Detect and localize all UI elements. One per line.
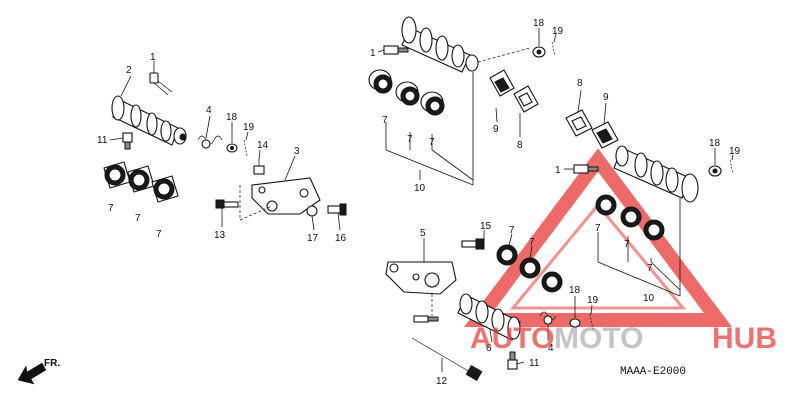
callout-8: 8 [517,140,523,151]
group-left-camshaft [103,61,347,231]
bolt-part-1d [413,315,439,323]
callout-7: 7 [407,134,413,145]
bracket-part-5 [385,261,457,295]
callout-14: 14 [257,140,269,151]
clip-part-19c [729,159,734,175]
callout-18: 18 [533,18,545,29]
callout-1: 1 [150,52,156,63]
callout-7: 7 [595,223,601,234]
clip-part-19a [243,139,248,157]
callout-16: 16 [335,233,347,244]
arrow-icon [17,362,47,385]
bolt-part-11b [507,351,518,370]
clip-part-19b [551,41,556,57]
bolt-part-13 [215,199,239,209]
seal-part-9b [591,121,619,149]
group-right-camshaft [564,89,734,297]
watermark-auto: AUTO [470,322,554,355]
watermark-triangle-inner [509,202,687,310]
callout-9: 9 [493,124,499,135]
callout-1: 1 [555,165,561,176]
callout-2: 2 [126,65,132,76]
watermark-moto: MOTO [554,322,643,355]
callout-19: 19 [587,295,599,306]
spring-part-4a [197,135,223,149]
bolt-part-15 [461,238,485,250]
bearing-group-7a [103,161,179,203]
bolt-part-1b [383,45,409,55]
callout-11: 11 [97,135,108,146]
callout-7: 7 [156,229,162,240]
camshaft-part-top [401,16,479,73]
camshaft-part-right [613,145,699,203]
gasket-part-8a [513,85,539,113]
callout-5: 5 [420,228,426,239]
callout-10: 10 [414,183,426,194]
callout-12: 12 [436,376,448,387]
front-direction-arrow: FR. [17,358,60,385]
callout-7: 7 [624,239,630,250]
callout-7: 7 [382,115,388,126]
callout-7: 7 [108,203,114,214]
callout-11: 11 [529,358,540,369]
callout-numbers: 1 2 4 18 19 11 14 3 7 7 7 13 17 16 1 18 … [97,18,741,387]
bearing-group-7c [595,194,665,241]
callout-19: 19 [729,146,741,157]
diagram-part-code: MAAA-E2000 [620,366,686,378]
callout-7: 7 [529,237,535,248]
watermark-wordmark: AUTO MOTO HUB [470,322,777,355]
callout-3: 3 [294,146,300,157]
nut-part-17 [306,205,318,217]
callout-19: 19 [243,122,255,133]
long-bolt-part-12 [411,337,483,382]
watermark-hub: HUB [712,322,777,355]
group-bottom-camshaft [385,230,594,382]
bracket-part-3 [251,177,321,215]
callout-4: 4 [206,105,212,116]
callout-7: 7 [135,213,141,224]
bearing-group-7b [368,69,445,116]
callout-10: 10 [643,293,655,304]
callout-18: 18 [226,112,238,123]
direction-label: FR. [44,358,60,369]
callout-7: 7 [647,263,653,274]
clip-part-19d [589,313,594,331]
callout-18: 18 [569,285,581,296]
camshaft-part-2 [111,95,187,146]
bolt-part-1a [149,72,173,96]
watermark-logo [464,148,732,327]
gasket-part-8b [565,109,593,137]
callout-9: 9 [603,92,609,103]
callout-13: 13 [214,230,226,241]
washer-part-18d [569,318,581,328]
callout-1: 1 [370,48,376,59]
spring-part-4b [539,311,557,325]
callout-19: 19 [552,26,564,37]
watermark-triangle [464,148,732,327]
bearing-group-7d [496,244,563,293]
bolt-part-16 [327,203,347,216]
callout-15: 15 [480,221,492,232]
bolt-part-14 [253,160,265,175]
seal-part-9a [489,69,515,97]
callout-8: 8 [577,78,583,89]
callout-4: 4 [548,343,554,354]
bolt-part-11a [122,132,133,150]
camshaft-part-6 [457,293,521,341]
callout-7: 7 [509,225,515,236]
callout-6: 6 [486,343,492,354]
callout-18: 18 [709,138,721,149]
group-top-camshaft [368,16,557,186]
callout-7: 7 [429,137,435,148]
callout-17: 17 [307,233,319,244]
